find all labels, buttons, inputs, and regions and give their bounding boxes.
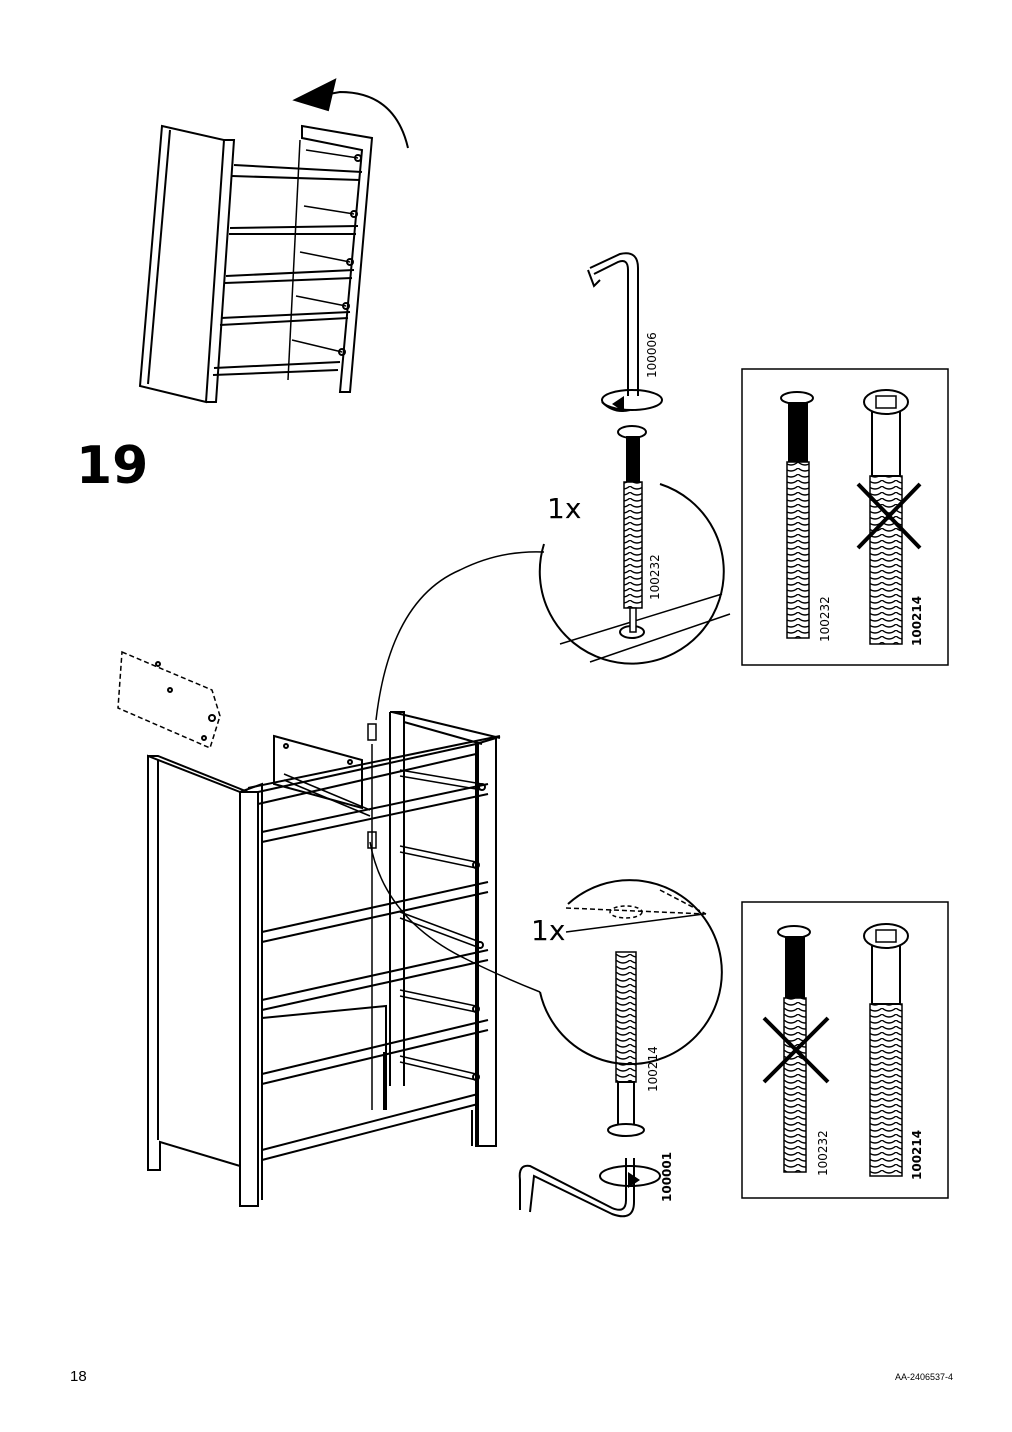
panel-bottom-frame: [741, 901, 949, 1199]
screw-code-bottom: 100214: [646, 1046, 660, 1092]
detail-circle-bottom: [539, 879, 723, 1066]
turn-arrow-icon: [612, 396, 624, 412]
page-number: 18: [70, 1368, 87, 1385]
quantity-label-bottom: 1x: [531, 914, 566, 947]
screw-100214-correct-bottom: [863, 923, 909, 1177]
panel-top-frame: [741, 368, 949, 666]
tip-over-chest-drawing: [138, 78, 409, 404]
quantity-label-top: 1x: [547, 492, 582, 525]
screw-100232-correct-top: [780, 391, 814, 639]
reject-cross-icon: [856, 482, 922, 550]
reject-cross-icon: [762, 1016, 830, 1084]
screw-code-top: 100232: [648, 554, 662, 600]
screw-100214-bottom: [607, 951, 645, 1137]
step-number: 19: [76, 436, 149, 496]
tool-code-top: 100006: [645, 332, 659, 378]
screw-100232-top: [617, 425, 647, 633]
chest-of-drawers-frame: [117, 650, 501, 1207]
allen-key-bottom: [518, 1158, 661, 1218]
tool-code-bottom: 100001: [660, 1151, 674, 1202]
panel-bottom-left-code: 100232: [816, 1130, 830, 1176]
document-id: AA-2406537-4: [895, 1372, 954, 1382]
panel-top-right-code: 100214: [910, 595, 924, 646]
panel-bottom-right-code: 100214: [910, 1129, 924, 1180]
turn-arrow-icon: [628, 1172, 640, 1188]
callout-lines: [369, 551, 545, 993]
panel-top-left-code: 100232: [818, 596, 832, 642]
rotate-arrow-icon: [292, 78, 337, 112]
allen-key-top: [587, 252, 663, 412]
